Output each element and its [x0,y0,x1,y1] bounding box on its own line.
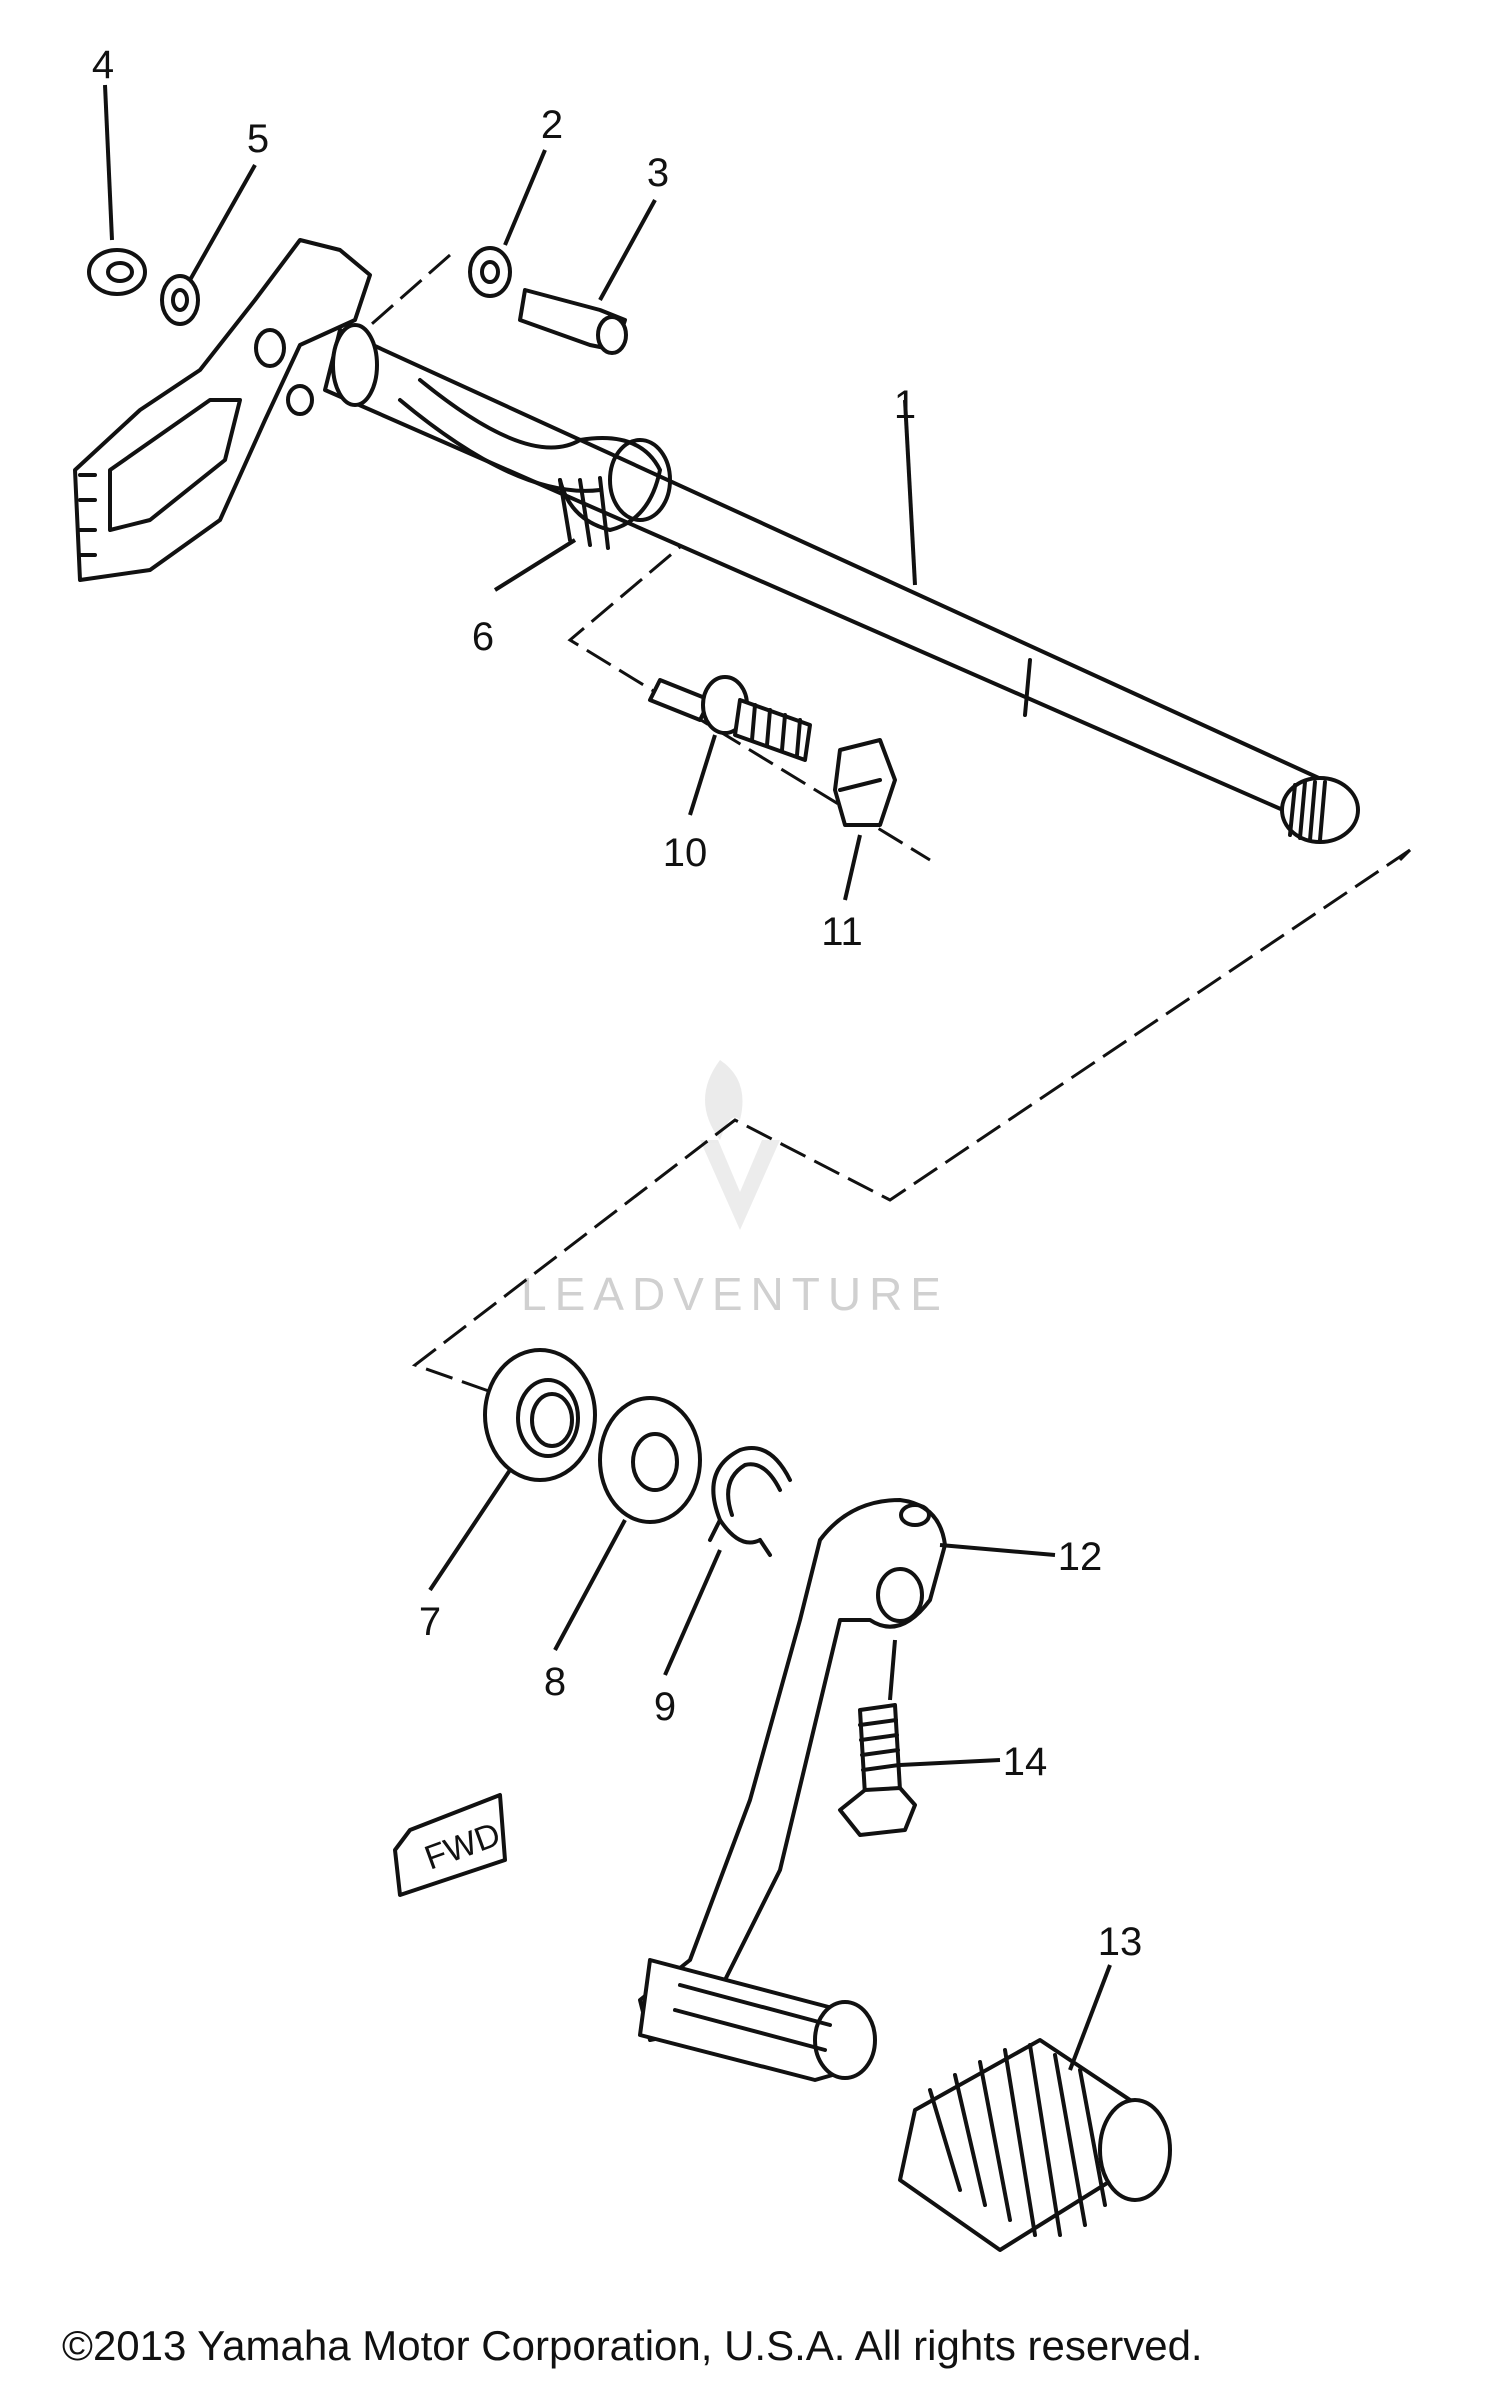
callouts: 4 5 2 3 1 6 10 11 7 8 9 12 14 13 [92,43,1142,1964]
callout-8: 8 [544,1660,566,1704]
callout-10: 10 [663,831,708,875]
part-11-roller [833,738,897,827]
part-7-oil-seal [483,1348,597,1482]
watermark-logo [700,1060,780,1230]
copyright-notice: ©2013 Yamaha Motor Corporation, U.S.A. A… [62,2322,1203,2369]
part-2-washer [468,246,512,298]
callout-1: 1 [894,383,916,427]
part-4-nut [87,248,147,296]
callout-14: 14 [1003,1740,1048,1784]
callout-4: 4 [92,43,114,87]
part-14-bolt [838,1703,917,1837]
part-6-spring [398,378,672,550]
assembly-frame-lower [1398,848,1412,862]
part-1-shift-shaft [73,238,1360,844]
part-9-circlip [708,1446,792,1557]
fwd-arrow: FWD [393,1793,507,1897]
callout-3: 3 [647,151,669,195]
callout-6: 6 [472,615,494,659]
callout-5: 5 [247,117,269,161]
part-8-washer [598,1396,702,1524]
callout-2: 2 [541,103,563,147]
callout-9: 9 [654,1685,676,1729]
callout-12: 12 [1058,1535,1103,1579]
part-13-rubber [898,2038,1172,2252]
callout-11: 11 [821,910,863,954]
callout-13: 13 [1098,1920,1143,1964]
part-5-washer [160,274,200,326]
part-3-pin [518,288,628,355]
assembly-frame-upper [364,253,1411,1397]
watermark-text: LEADVENTURE [521,1268,949,1320]
leader-lines [103,84,1112,2071]
callout-7: 7 [419,1600,441,1644]
part-10-stud-bolt [648,675,812,762]
